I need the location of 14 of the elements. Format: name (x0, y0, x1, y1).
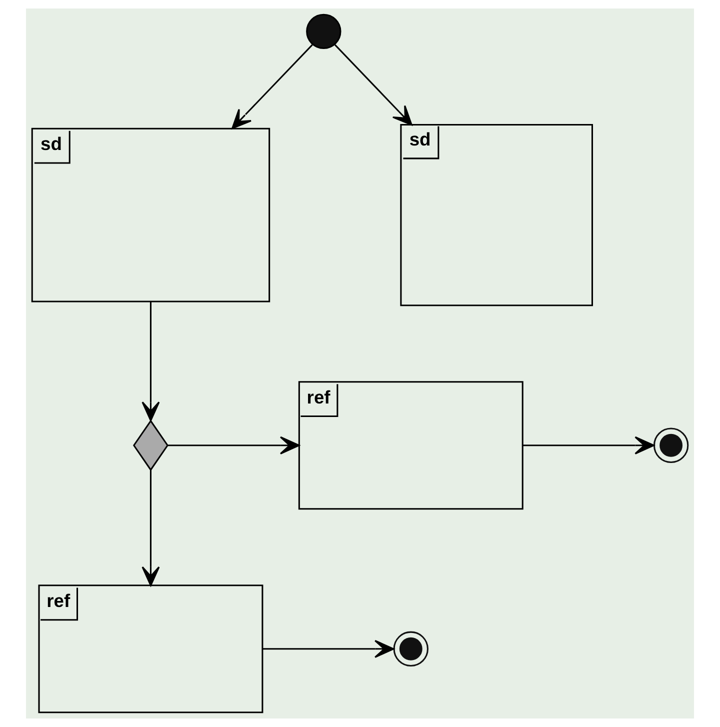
arrow (334, 44, 412, 126)
node-diamond (132, 420, 168, 472)
node-box: sd (31, 128, 270, 302)
node-circle (653, 428, 689, 463)
node-circle (393, 631, 428, 666)
arrow (142, 470, 160, 586)
arrow (522, 436, 654, 454)
node-box: ref (298, 381, 524, 510)
arrow (232, 44, 313, 130)
node-box: ref (38, 584, 264, 714)
arrow (262, 640, 394, 658)
arrow (142, 302, 160, 422)
node-circle (306, 14, 342, 49)
arrow (168, 436, 300, 454)
